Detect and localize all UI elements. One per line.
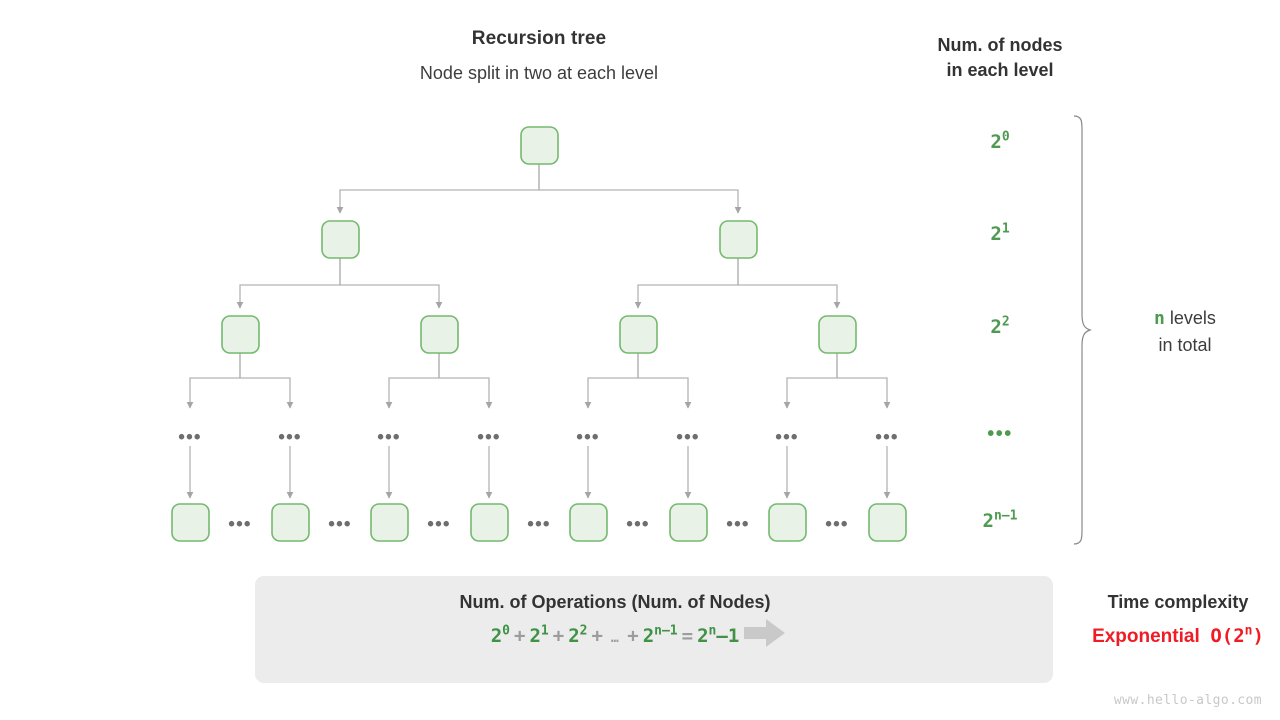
tree-horizontal-ellipses: ••• ••• ••• ••• ••• ••• ••• bbox=[228, 514, 849, 535]
operations-block: Num. of Operations (Num. of Nodes) 20+21… bbox=[275, 592, 955, 647]
complexity-value: Exponential O(2n) bbox=[1067, 625, 1280, 648]
tree-ellipsis-v2: ••• bbox=[278, 427, 302, 448]
tree-ellipsis-h3: ••• bbox=[427, 514, 451, 535]
summary-panel: Num. of Operations (Num. of Nodes) 20+21… bbox=[255, 576, 1264, 683]
formula-op-3: + bbox=[591, 625, 603, 647]
levels-total-word: levels bbox=[1169, 308, 1216, 328]
level-count-0-base: 2 bbox=[990, 131, 1002, 153]
tree-node-last-5 bbox=[569, 503, 608, 542]
tree-node-l2-2 bbox=[420, 315, 459, 354]
tree-ellipsis-h6: ••• bbox=[726, 514, 750, 535]
level-count-1-exp: 1 bbox=[1001, 221, 1010, 237]
recursion-tree-graphic: ••• ••• ••• ••• ••• ••• ••• ••• ••• ••• … bbox=[171, 126, 907, 542]
tree-links bbox=[186, 163, 891, 499]
tree-ellipsis-v8: ••• bbox=[875, 427, 899, 448]
levels-total-line2: in total bbox=[1158, 335, 1212, 355]
level-count-last-exp: n–1 bbox=[993, 508, 1018, 524]
tree-node-last-2 bbox=[271, 503, 310, 542]
complexity-big-o: O(2n) bbox=[1210, 623, 1264, 647]
tree-node-last-4 bbox=[470, 503, 509, 542]
tree-node-l2-3 bbox=[619, 315, 658, 354]
tree-nodes bbox=[171, 126, 907, 542]
level-count-1: 21 bbox=[940, 223, 1060, 245]
page-subtitle: Node split in two at each level bbox=[419, 63, 659, 83]
level-count-2-base: 2 bbox=[990, 316, 1002, 338]
levels-total-label: n levels in total bbox=[1105, 305, 1265, 359]
tree-node-l1-2 bbox=[719, 220, 758, 259]
tree-vertical-ellipses: ••• ••• ••• ••• ••• ••• ••• ••• bbox=[178, 427, 899, 448]
complexity-word: Exponential bbox=[1092, 626, 1200, 647]
tree-ellipsis-h4: ••• bbox=[527, 514, 551, 535]
formula-term-4: 2n–1 bbox=[642, 623, 678, 647]
formula-term-3: 22 bbox=[568, 623, 588, 647]
tree-node-last-7 bbox=[768, 503, 807, 542]
tree-node-root bbox=[520, 126, 559, 165]
tree-ellipsis-v5: ••• bbox=[576, 427, 600, 448]
tree-ellipsis-v6: ••• bbox=[676, 427, 700, 448]
right-arrow-icon bbox=[744, 619, 785, 647]
tree-ellipsis-h2: ••• bbox=[328, 514, 352, 535]
levels-n-symbol: n bbox=[1154, 308, 1165, 329]
tree-ellipsis-v7: ••• bbox=[775, 427, 799, 448]
formula-ellipsis: … bbox=[610, 631, 620, 646]
tree-node-l2-4 bbox=[818, 315, 857, 354]
formula-equals: = bbox=[681, 625, 694, 647]
level-count-0: 20 bbox=[940, 131, 1060, 153]
node-count-header-line1: Num. of nodes bbox=[937, 35, 1063, 55]
complexity-block: Time complexity Exponential O(2n) bbox=[1067, 592, 1280, 648]
operations-header: Num. of Operations (Num. of Nodes) bbox=[459, 592, 771, 612]
tree-node-last-3 bbox=[370, 503, 409, 542]
levels-total-line1: n levels bbox=[1105, 305, 1265, 332]
formula-term-1: 20 bbox=[490, 623, 510, 647]
level-count-last: 2n–1 bbox=[940, 510, 1060, 532]
tree-node-l2-1 bbox=[221, 315, 260, 354]
page-title: Recursion tree bbox=[471, 28, 607, 49]
tree-node-last-8 bbox=[868, 503, 907, 542]
level-count-2-exp: 2 bbox=[1001, 314, 1010, 330]
level-count-last-base: 2 bbox=[982, 510, 994, 532]
tree-ellipsis-h1: ••• bbox=[228, 514, 252, 535]
tree-ellipsis-v3: ••• bbox=[377, 427, 401, 448]
level-count-ellipsis: ••• bbox=[987, 423, 1013, 445]
tree-node-last-1 bbox=[171, 503, 210, 542]
tree-ellipsis-v1: ••• bbox=[178, 427, 202, 448]
formula-term-2: 21 bbox=[529, 623, 549, 647]
tree-ellipsis-h7: ••• bbox=[825, 514, 849, 535]
node-count-header: Num. of nodes in each level bbox=[900, 33, 1100, 83]
complexity-header: Time complexity bbox=[1107, 592, 1249, 612]
formula-op-2: + bbox=[552, 625, 565, 647]
operations-formula: 20+21+22+…+2n–1=2n–1 bbox=[275, 625, 955, 647]
tree-node-last-6 bbox=[669, 503, 708, 542]
tree-node-l1-1 bbox=[321, 220, 360, 259]
watermark: www.hello-algo.com bbox=[1113, 693, 1262, 708]
formula-op-1: + bbox=[514, 625, 526, 647]
node-count-header-line2: in each level bbox=[946, 60, 1054, 80]
tree-ellipsis-v4: ••• bbox=[477, 427, 501, 448]
formula-op-4: + bbox=[627, 625, 639, 647]
level-count-2: 22 bbox=[940, 316, 1060, 338]
tree-ellipsis-h5: ••• bbox=[626, 514, 650, 535]
level-count-1-base: 2 bbox=[990, 223, 1002, 245]
formula-result: 2n–1 bbox=[697, 623, 740, 647]
levels-brace-icon bbox=[1073, 115, 1092, 545]
level-count-0-exp: 0 bbox=[1001, 129, 1010, 145]
